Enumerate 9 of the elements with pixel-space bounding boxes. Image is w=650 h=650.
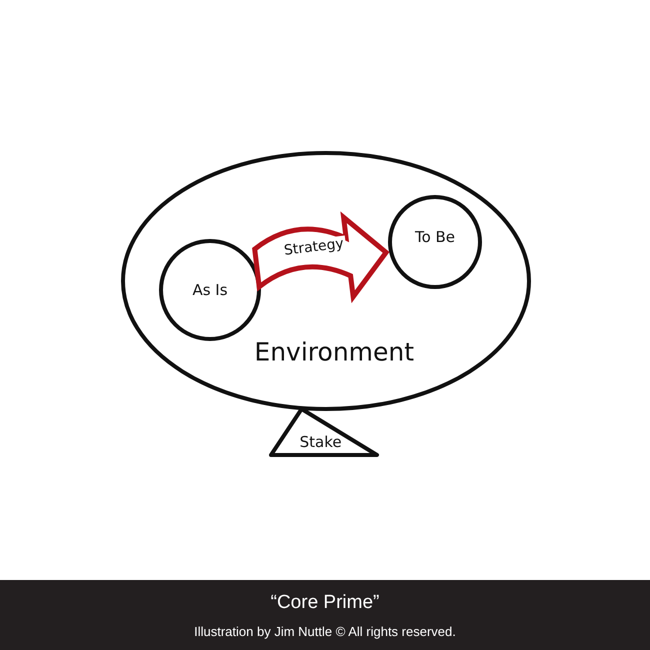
credit-line: Illustration by Jim Nuttle © All rights reserved. [194,622,456,641]
node-label: As Is [192,280,228,301]
state-circle [387,194,483,290]
state-circle [158,238,262,342]
node-label: To Be [414,226,456,248]
node-label: Environment [254,336,414,368]
node-label: Stake [300,432,342,454]
caption: “Core Prime” [270,591,380,615]
environment-ellipse [120,150,532,412]
